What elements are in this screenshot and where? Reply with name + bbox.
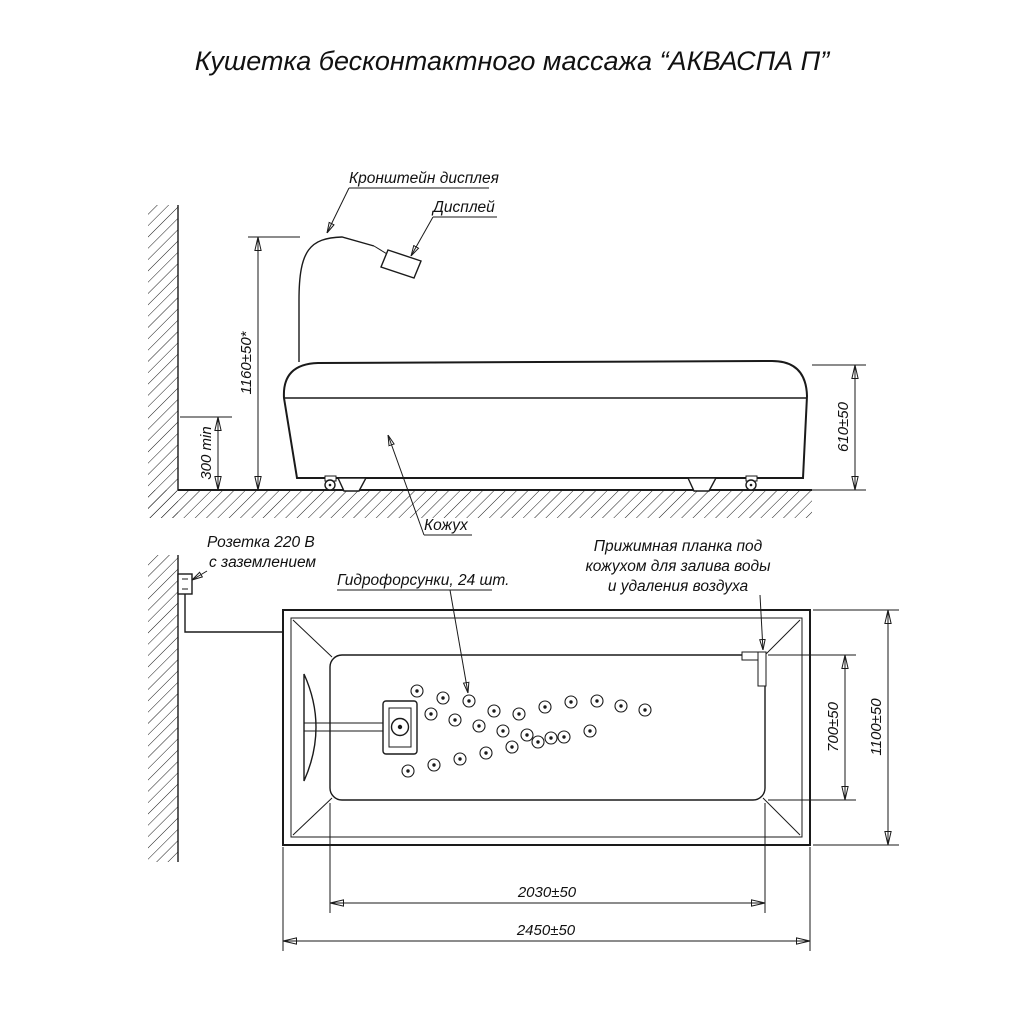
leader-line <box>388 435 425 536</box>
wall-hatch-lower <box>148 555 178 862</box>
display <box>373 245 422 279</box>
clamp-label-line3: и удаления воздуха <box>608 578 749 595</box>
socket-label-line1: Розетка 220 В <box>207 534 315 551</box>
leader-line <box>449 589 468 693</box>
display-arm <box>298 236 375 362</box>
floor-hatch <box>148 490 812 518</box>
headrest-crescent <box>303 673 317 782</box>
dim-610-text: 610±50 <box>835 401 852 452</box>
display-label-group: Дисплей <box>411 199 497 256</box>
jets-label: Гидрофорсунки, 24 шт. <box>337 572 509 589</box>
casing-label-group: Кожух <box>388 435 472 536</box>
jets-label-group: Гидрофорсунки, 24 шт. <box>337 572 509 693</box>
dim-1100-group: 1100±50 <box>813 609 899 846</box>
dim-1100-text: 1100±50 <box>868 698 885 756</box>
dim-2450-group: 2450±50 <box>282 847 811 951</box>
left-caster-axle <box>328 483 332 487</box>
corner-diagonal <box>292 797 333 836</box>
casing-label: Кожух <box>424 517 469 534</box>
clamp-strip-vertical <box>757 651 767 687</box>
jet-unit-inner <box>388 707 412 748</box>
right-caster-axle <box>749 483 753 487</box>
dim-1160-text: 1160±50* <box>238 330 255 394</box>
dim-2450-text: 2450±50 <box>516 922 576 939</box>
power-area: Розетка 220 В с заземлением <box>148 534 316 862</box>
tub-inner-opening <box>329 654 766 801</box>
jet-unit-nozzle-center <box>397 724 403 730</box>
display-screen <box>380 249 422 279</box>
couch <box>282 359 809 492</box>
tub-rim-outline <box>290 617 803 838</box>
power-socket <box>177 573 193 595</box>
clamp-strip <box>741 651 767 687</box>
bracket-label: Кронштейн дисплея <box>349 170 499 187</box>
dim-700-group: 700±50 <box>768 654 856 801</box>
couch-body <box>282 359 809 479</box>
dim-1160-group: 1160±50* <box>238 236 300 490</box>
socket-label-line2: с заземлением <box>209 554 316 571</box>
dim-300-group: 300 min <box>180 416 232 490</box>
dim-610-group: 610±50 <box>812 364 866 491</box>
corner-diagonal <box>762 619 801 658</box>
leader-line <box>760 594 763 650</box>
leader-line <box>327 187 350 233</box>
left-leg <box>336 477 368 492</box>
leader-line <box>411 216 434 256</box>
display-label: Дисплей <box>431 199 495 216</box>
bracket-label-group: Кронштейн дисплея <box>327 170 499 233</box>
tub-outer-outline <box>282 609 811 846</box>
corner-diagonal <box>762 797 801 836</box>
main-jet-unit <box>382 700 418 755</box>
leader-line <box>192 570 208 580</box>
drawing-title: Кушетка бесконтактного массажа “АКВАСПА … <box>195 46 830 76</box>
socket-label-group: Розетка 220 В с заземлением <box>192 534 316 580</box>
dim-2030-text: 2030±50 <box>517 884 577 901</box>
top-view: Гидрофорсунки, 24 шт. Прижимная планка п… <box>282 538 899 951</box>
wall-hatch-upper <box>148 205 178 518</box>
clamp-label-line2: кожухом для залива воды <box>585 558 771 575</box>
power-cord <box>184 594 283 633</box>
clamp-label-group: Прижимная планка под кожухом для залива … <box>585 538 771 650</box>
dim-700-text: 700±50 <box>825 701 842 752</box>
dim-300-text: 300 min <box>198 426 215 479</box>
dim-2030-group: 2030±50 <box>329 803 766 913</box>
clamp-label-line1: Прижимная планка под <box>594 538 763 555</box>
right-leg <box>686 477 718 492</box>
corner-diagonal <box>292 619 333 658</box>
side-view: Кронштейн дисплея Дисплей Кожух 1160±50*… <box>148 170 866 536</box>
